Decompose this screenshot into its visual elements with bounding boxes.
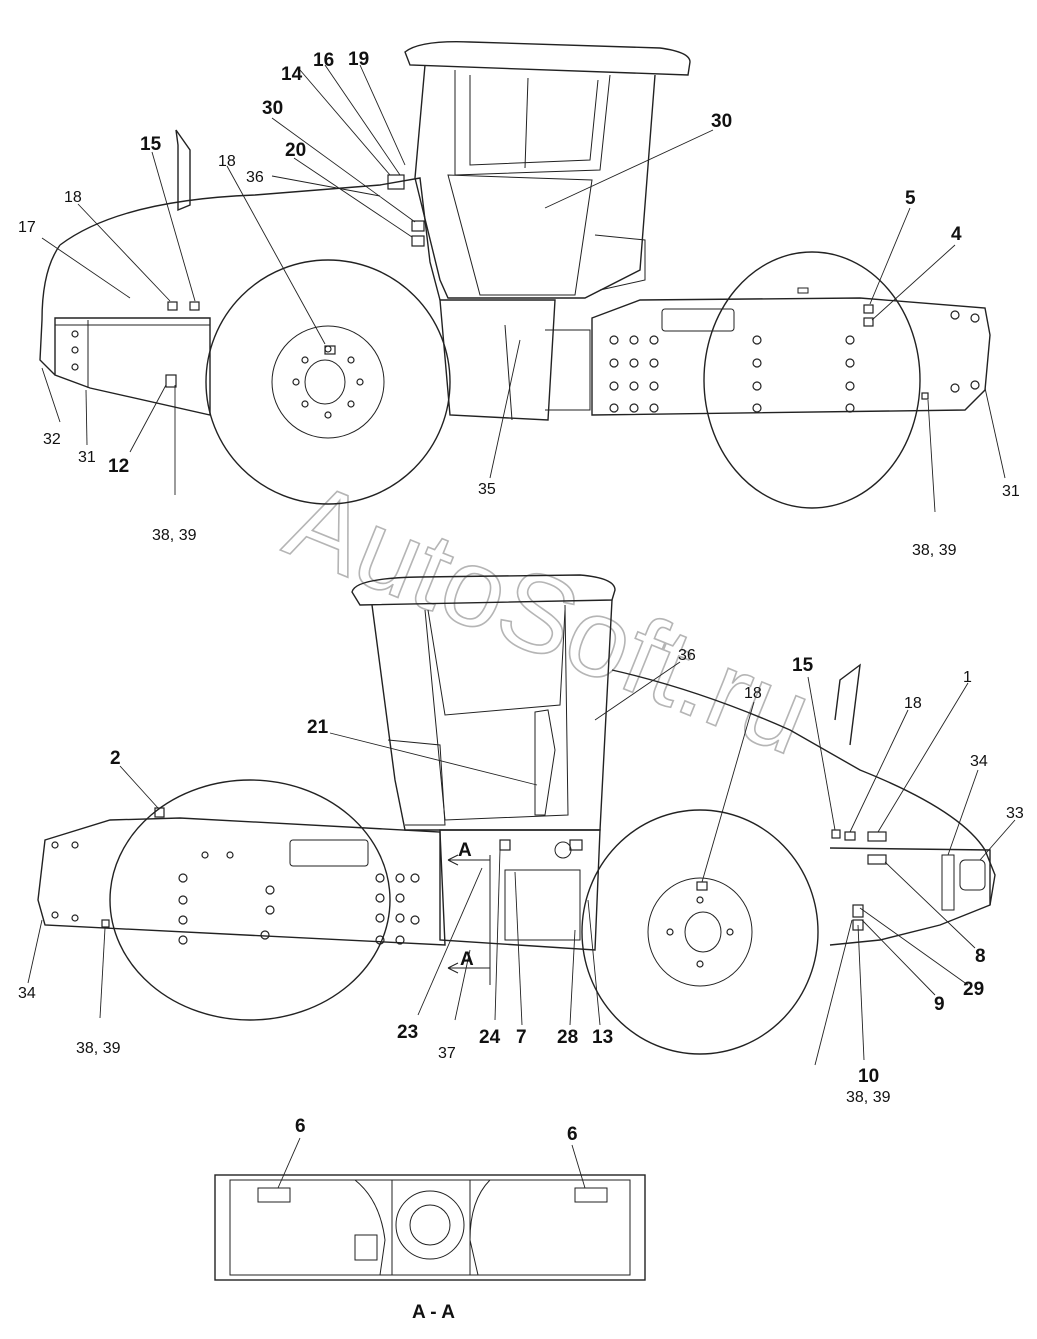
- callout-16: 16: [313, 50, 334, 71]
- callout-21: 21: [307, 717, 329, 738]
- section-marker-bottom: A: [460, 949, 474, 970]
- callout-37: 37: [438, 1045, 456, 1062]
- callout-38-39: 38, 39: [152, 527, 197, 544]
- callout-10: 10: [858, 1066, 879, 1087]
- callout-7: 7: [516, 1027, 527, 1048]
- callout-15: 15: [140, 134, 162, 155]
- callout-5: 5: [905, 188, 916, 209]
- callout-12: 12: [108, 456, 129, 477]
- callout-18: 18: [744, 685, 762, 702]
- bottom-view-leaders: [27, 661, 1016, 1066]
- callout-31: 31: [78, 449, 96, 466]
- callout-19: 19: [348, 49, 369, 70]
- section-labels: 6 6 A - A: [295, 1116, 578, 1323]
- section-a-a-view: [214, 1174, 646, 1281]
- roller-left-side-view: [39, 41, 991, 509]
- callout-29: 29: [963, 979, 984, 1000]
- callout-8: 8: [975, 946, 986, 967]
- callout-30: 30: [711, 111, 732, 132]
- callout-34: 34: [18, 985, 36, 1002]
- callout-38-39: 38, 39: [76, 1040, 121, 1057]
- section-title: A - A: [412, 1302, 455, 1323]
- callout-28: 28: [557, 1027, 578, 1048]
- callout-17: 17: [18, 219, 36, 236]
- callout-18: 18: [218, 153, 236, 170]
- callout-36: 36: [678, 647, 696, 664]
- bottom-view-decals: [101, 807, 887, 931]
- section-leaders: [277, 1137, 586, 1189]
- callout-32: 32: [43, 431, 61, 448]
- callout-6: 6: [567, 1124, 578, 1145]
- callout-38-39: 38, 39: [846, 1089, 891, 1106]
- callout-6: 6: [295, 1116, 306, 1137]
- top-view-bolts: [71, 310, 980, 419]
- callout-18: 18: [64, 189, 82, 206]
- callout-35: 35: [478, 481, 496, 498]
- callout-18: 18: [904, 695, 922, 712]
- callout-34: 34: [970, 753, 988, 770]
- callout-1: 1: [963, 669, 972, 686]
- watermark: AutoSoft.ru: [271, 458, 827, 778]
- callout-15: 15: [792, 655, 814, 676]
- bottom-view-bolts: [51, 841, 734, 968]
- callout-30: 30: [262, 98, 283, 119]
- top-view-decals: [165, 174, 929, 400]
- callout-4: 4: [951, 224, 962, 245]
- callout-36: 36: [246, 169, 264, 186]
- callout-20: 20: [285, 140, 306, 161]
- callout-9: 9: [934, 994, 945, 1015]
- roller-right-side-view: [37, 574, 996, 1055]
- callout-33: 33: [1006, 805, 1024, 822]
- bottom-view-labels: 2 21 36 15 18 18 1 34 33 8 29 9 10 38, 3…: [18, 647, 1024, 1106]
- callout-13: 13: [592, 1027, 613, 1048]
- callout-23: 23: [397, 1022, 418, 1043]
- section-marker-top: A: [458, 840, 472, 861]
- top-view-leaders: [41, 64, 1006, 513]
- callout-14: 14: [281, 64, 303, 85]
- callout-2: 2: [110, 748, 121, 769]
- top-view-labels: 15 18 17 18 14 16 19 30 20 36 30 5 4 32 …: [18, 49, 1020, 559]
- callout-38-39: 38, 39: [912, 542, 957, 559]
- callout-24: 24: [479, 1027, 501, 1048]
- callout-31: 31: [1002, 483, 1020, 500]
